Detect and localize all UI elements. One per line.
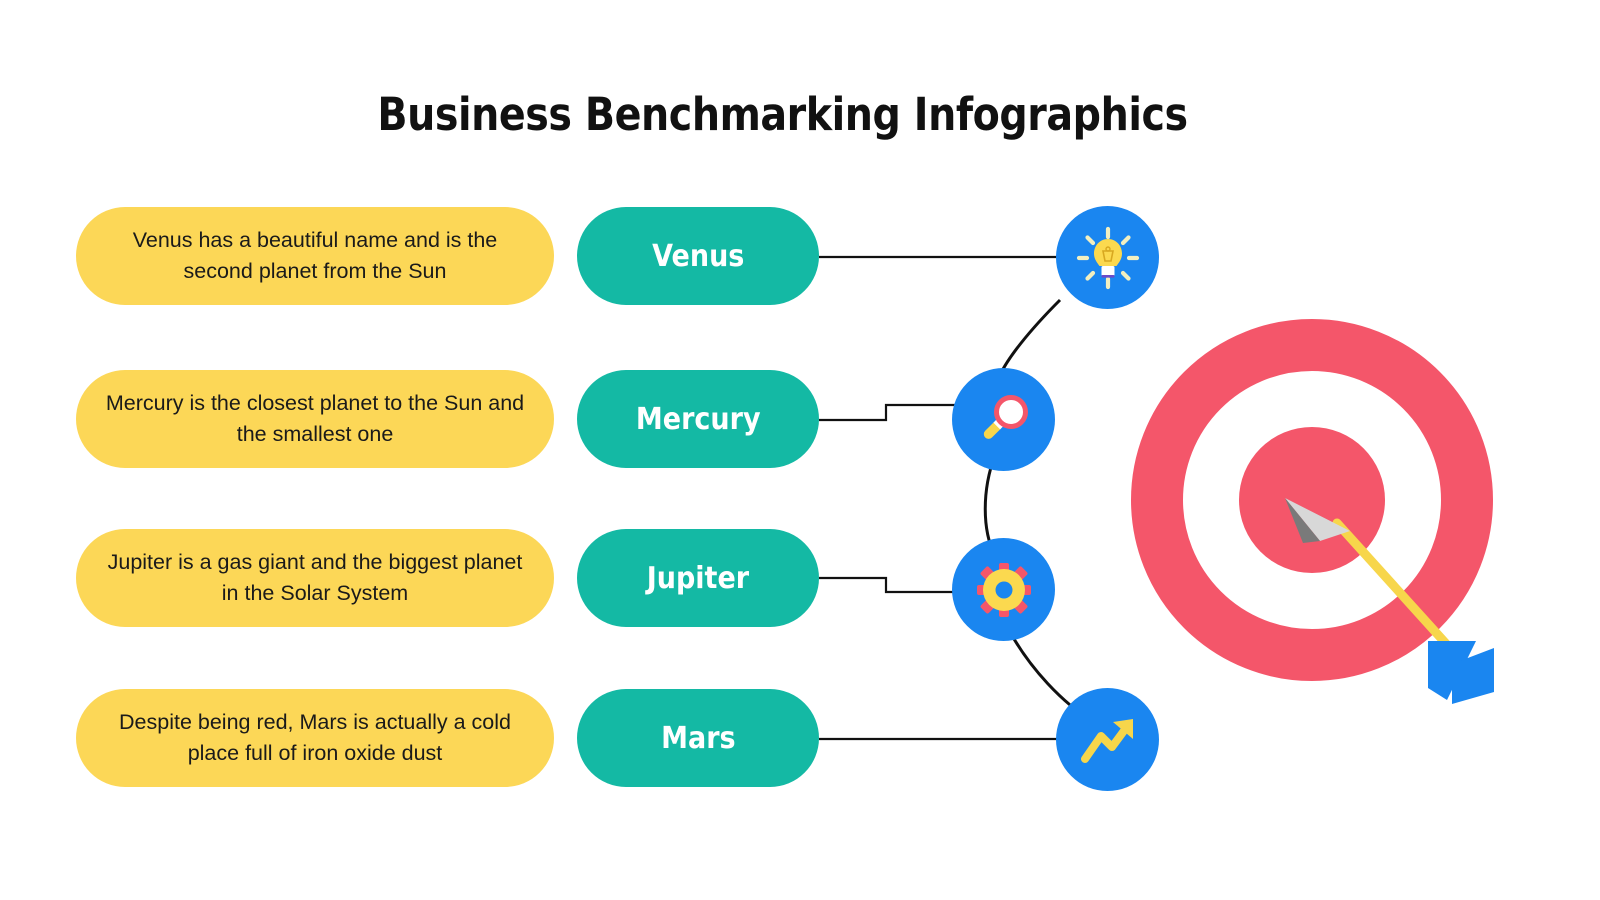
name-pill-jupiter[interactable]: Jupiter (577, 529, 819, 627)
description-pill-mercury[interactable]: Mercury is the closest planet to the Sun… (76, 370, 554, 468)
name-pill-venus[interactable]: Venus (577, 207, 819, 305)
description-pill-venus[interactable]: Venus has a beautiful name and is the se… (76, 207, 554, 305)
trending-up-icon (1080, 718, 1133, 763)
name-pill-mercury[interactable]: Mercury (577, 370, 819, 468)
name-label: Venus (651, 238, 745, 274)
row-mercury: Mercury is the closest planet to the Sun… (0, 370, 1600, 470)
row-jupiter: Jupiter is a gas giant and the biggest p… (0, 529, 1600, 629)
icon-circle-mars[interactable] (1056, 688, 1159, 791)
row-mars: Despite being red, Mars is actually a co… (0, 689, 1600, 789)
page-title: Business Benchmarking Infographics (377, 88, 1188, 141)
description-text: Venus has a beautiful name and is the se… (132, 227, 498, 283)
icon-circle-jupiter[interactable] (952, 538, 1055, 641)
description-text: Despite being red, Mars is actually a co… (119, 709, 511, 765)
name-label: Mars (660, 720, 736, 756)
gear-target-icon (976, 562, 1031, 617)
lightbulb-icon (1076, 226, 1139, 289)
icon-circle-venus[interactable] (1056, 206, 1159, 309)
name-pill-mars[interactable]: Mars (577, 689, 819, 787)
name-label: Jupiter (646, 560, 750, 596)
magnifier-icon (983, 394, 1028, 439)
description-pill-mars[interactable]: Despite being red, Mars is actually a co… (76, 689, 554, 787)
icon-circle-mercury[interactable] (952, 368, 1055, 471)
row-venus: Venus has a beautiful name and is the se… (0, 207, 1600, 307)
name-label: Mercury (635, 401, 761, 437)
description-text: Mercury is the closest planet to the Sun… (105, 390, 525, 446)
description-text: Jupiter is a gas giant and the biggest p… (107, 549, 523, 605)
description-pill-jupiter[interactable]: Jupiter is a gas giant and the biggest p… (76, 529, 554, 627)
